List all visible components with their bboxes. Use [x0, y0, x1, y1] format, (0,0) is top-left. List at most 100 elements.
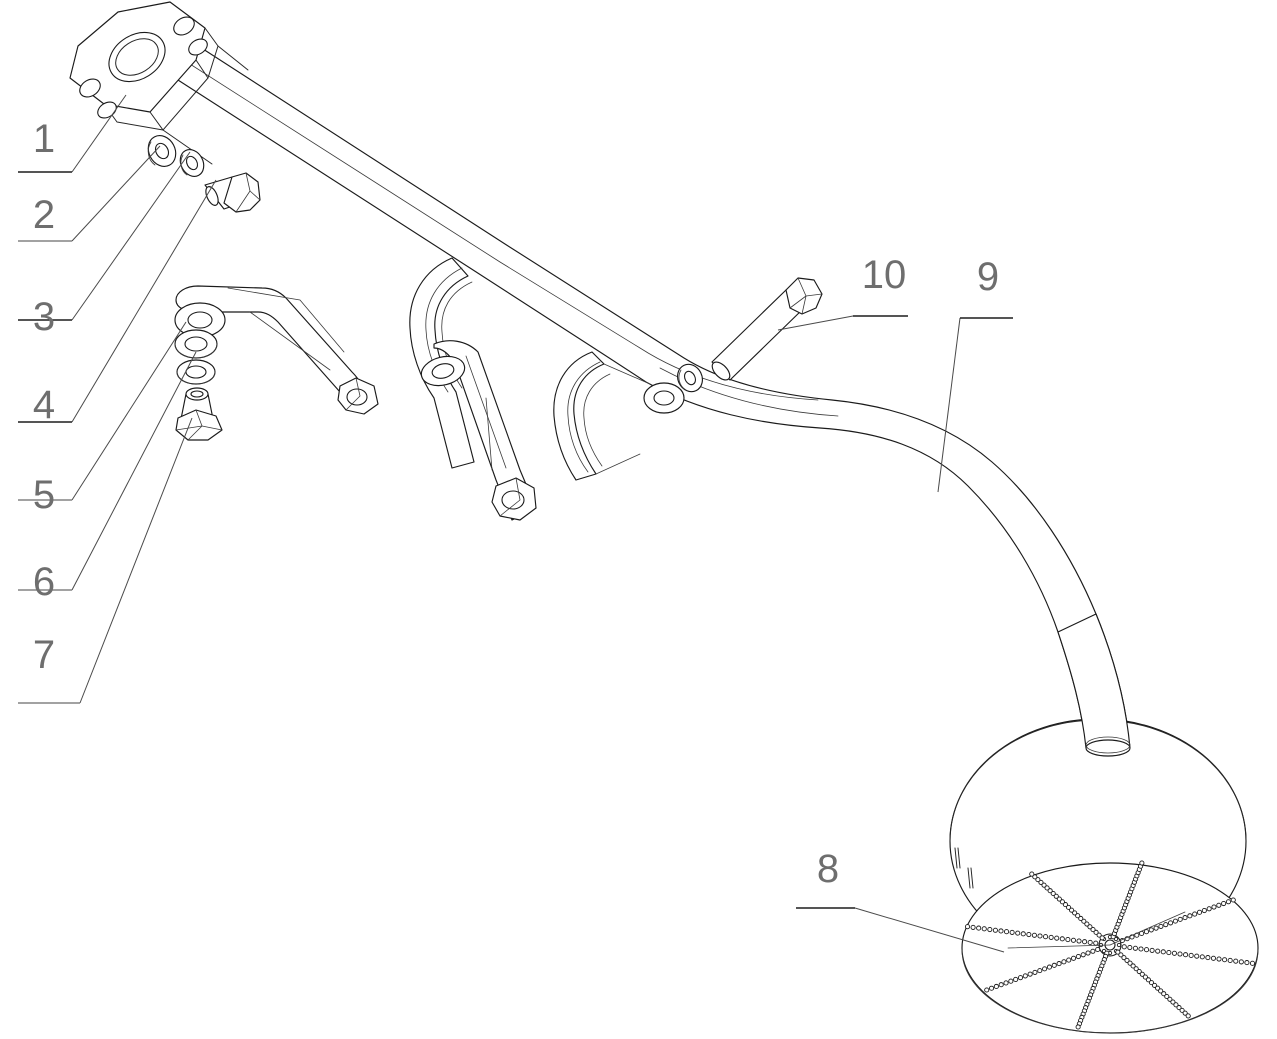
- strainer-hole: [1225, 899, 1231, 905]
- strainer-hole: [1009, 929, 1015, 935]
- strainer-hole: [1082, 939, 1088, 945]
- strainer-hole: [1004, 929, 1010, 935]
- strainer-hole: [1037, 933, 1043, 939]
- strainer-hole: [1090, 927, 1096, 933]
- strainer-hole: [1182, 915, 1188, 921]
- strainer-hole: [1062, 902, 1068, 908]
- strainer-hole: [1003, 980, 1009, 986]
- strainer-hole: [1075, 1024, 1081, 1030]
- strainer-hole: [1061, 959, 1067, 965]
- bracket-hex-end: [337, 377, 379, 415]
- strainer-hole: [992, 927, 998, 933]
- strainer-hole: [1069, 907, 1075, 913]
- strainer-hole: [1059, 899, 1065, 905]
- spring-washer-upper: [179, 149, 205, 177]
- leader-line-10: [778, 316, 853, 330]
- strainer-hole: [1031, 932, 1037, 938]
- strainer-hole: [1043, 934, 1049, 940]
- pipe-strainer-joint: [1057, 613, 1131, 757]
- strainer-hole: [1144, 947, 1150, 953]
- strainer-hole: [1167, 996, 1173, 1002]
- strainer-screen: [964, 860, 1256, 1030]
- strainer-hole: [989, 985, 995, 991]
- strainer-hole: [1046, 964, 1052, 970]
- strainer-hole: [1152, 982, 1158, 988]
- strainer-hole: [1139, 971, 1145, 977]
- strainer-hole: [1130, 963, 1136, 969]
- strainer-hole: [1148, 927, 1154, 933]
- callout-3: 3: [18, 152, 190, 339]
- strainer-hole: [1029, 871, 1035, 877]
- strainer-hole: [1078, 915, 1084, 922]
- strainer-hole: [1188, 952, 1194, 958]
- strainer-hole: [1143, 929, 1149, 935]
- callout-number-10: 10: [862, 253, 907, 297]
- flat-washer-upper: [147, 135, 177, 167]
- strainer-hole: [1071, 955, 1077, 961]
- callout-number-2: 2: [33, 193, 55, 237]
- strainer-hole: [1085, 950, 1091, 956]
- strainer-hole: [1075, 913, 1081, 919]
- strainer-hole: [1076, 938, 1082, 944]
- strainer-hole: [1192, 911, 1198, 917]
- strainer-hole: [1155, 948, 1161, 954]
- strainer-hole: [1172, 918, 1178, 924]
- strainer-hole: [1066, 957, 1072, 963]
- strainer-hole: [1177, 951, 1183, 957]
- leader-line-8: [855, 908, 1004, 952]
- strainer-hole: [1065, 937, 1071, 943]
- strainer-hole: [1054, 935, 1060, 941]
- strainer-hole: [1185, 1013, 1191, 1019]
- strainer-hole: [1194, 953, 1200, 959]
- hex-bolt-short: [204, 172, 261, 213]
- strainer-hole: [1145, 977, 1151, 983]
- strainer-hole: [1124, 957, 1130, 963]
- strainer-hole: [1249, 960, 1256, 966]
- callout-5: 5: [18, 322, 186, 517]
- strainer-hole: [1084, 921, 1090, 927]
- callout-2: 2: [18, 146, 160, 242]
- strainer-hole: [1171, 950, 1177, 956]
- strainer-hole: [1032, 874, 1038, 880]
- strainer-hole: [1196, 909, 1203, 915]
- leader-line-7: [80, 418, 192, 703]
- strainer-hole: [1244, 960, 1250, 966]
- strainer-hole: [987, 926, 993, 933]
- strainer-hole: [1115, 949, 1121, 955]
- strainer-hole: [1148, 980, 1155, 986]
- strainer-hole: [1164, 993, 1170, 1000]
- strainer-hole: [1081, 918, 1087, 924]
- strainer-hole: [1075, 953, 1081, 960]
- strainer-hole: [981, 926, 987, 932]
- strainer-hole: [1205, 955, 1211, 961]
- strainer-hole: [1201, 908, 1207, 914]
- suction-pipe: [149, 37, 1131, 749]
- support-bracket: [174, 285, 379, 415]
- strainer-hole: [1176, 1005, 1182, 1011]
- strainer-hole: [1168, 920, 1174, 926]
- strainer-hole: [1183, 952, 1189, 958]
- strainer-hole: [1199, 954, 1205, 960]
- strainer-hole: [1121, 944, 1127, 950]
- strainer-hole: [1173, 1002, 1179, 1008]
- strainer-hole: [1056, 896, 1062, 902]
- pipe-clamp-upper: [409, 257, 537, 521]
- strainer-hole: [1087, 924, 1093, 930]
- strainer-hole: [964, 924, 971, 930]
- strainer-hole: [1221, 900, 1227, 907]
- callout-6: 6: [18, 352, 196, 604]
- leader-line-9: [938, 318, 960, 492]
- washer-stack-bracket: [174, 329, 218, 385]
- strainer-hole: [1182, 1010, 1188, 1016]
- strainer-hole: [1179, 1007, 1185, 1013]
- strainer-hole: [1127, 960, 1133, 966]
- strainer-hole: [1127, 945, 1133, 951]
- leader-line-2: [72, 146, 160, 241]
- strainer-hole: [1161, 991, 1167, 997]
- strainer-hole: [1096, 932, 1102, 938]
- strainer-hole: [1017, 975, 1024, 981]
- strainer-hole: [1206, 906, 1212, 912]
- strainer-hole: [998, 928, 1004, 934]
- leader-line-6: [72, 352, 196, 590]
